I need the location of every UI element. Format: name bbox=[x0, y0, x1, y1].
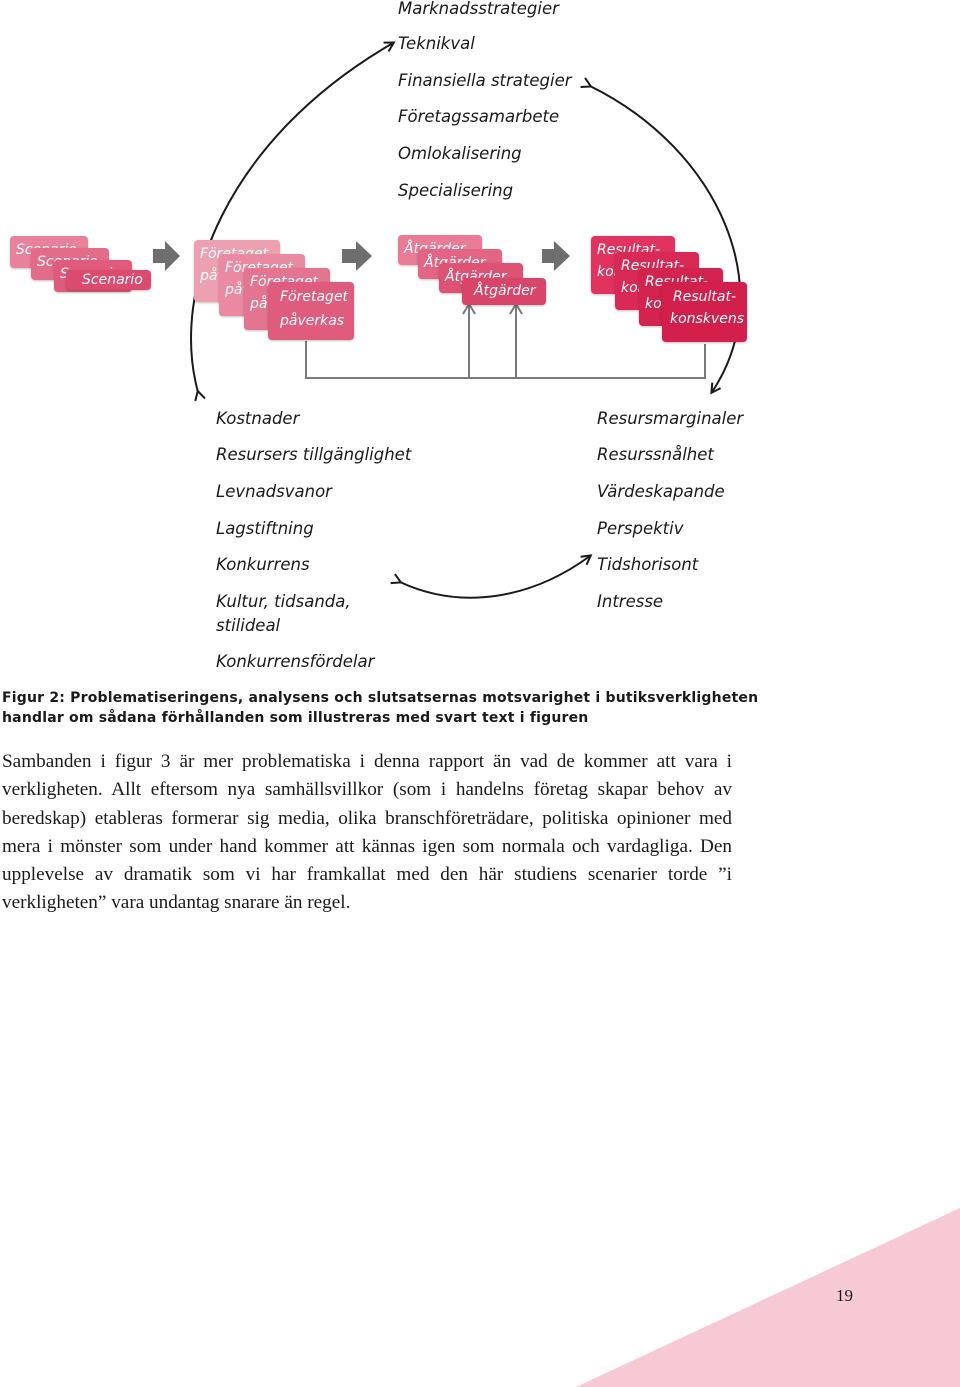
right-item: Tidshorisont bbox=[597, 555, 699, 574]
scenario-card: Scenario bbox=[66, 270, 151, 290]
top-item: Omlokalisering bbox=[398, 144, 522, 163]
right-item: Värdeskapande bbox=[597, 482, 725, 501]
feedback-line bbox=[305, 341, 706, 379]
right-item: Resursmarginaler bbox=[597, 409, 744, 428]
atgarder-card: Åtgärder bbox=[462, 278, 546, 305]
left-item: stilideal bbox=[216, 616, 281, 635]
top-item: Teknikval bbox=[398, 34, 475, 53]
left-item: Konkurrens bbox=[216, 555, 310, 574]
block-arrow-2 bbox=[342, 241, 372, 271]
left-item: Lagstiftning bbox=[216, 519, 314, 538]
arc-top-left bbox=[190, 43, 393, 392]
right-item: Intresse bbox=[597, 592, 664, 611]
left-item: Levnadsvanor bbox=[216, 482, 332, 501]
block-arrow-1 bbox=[153, 241, 180, 271]
right-item: Resurssnålhet bbox=[597, 445, 714, 464]
left-item: Konkurrensfördelar bbox=[216, 652, 375, 671]
top-item: Företagssamarbete bbox=[398, 107, 560, 126]
left-item: Kultur, tidsanda, bbox=[216, 592, 351, 611]
left-item: Resursers tillgänglighet bbox=[216, 445, 412, 464]
resultat-card: Resultat-konskvens bbox=[662, 282, 747, 342]
top-item: Specialisering bbox=[398, 181, 514, 200]
figure-caption: Figur 2: Problematiseringens, analysens … bbox=[2, 690, 759, 726]
top-item: Finansiella strategier bbox=[398, 71, 572, 90]
top-item: Marknadsstrategier bbox=[398, 0, 559, 18]
arc-top-right bbox=[590, 86, 742, 392]
block-arrow-3 bbox=[542, 241, 570, 271]
arc-bottom bbox=[400, 556, 590, 599]
page-number: 19 bbox=[836, 1286, 853, 1305]
body-paragraph: Sambanden i figur 3 är mer problematiska… bbox=[2, 751, 732, 914]
right-item: Perspektiv bbox=[597, 519, 684, 538]
left-item: Kostnader bbox=[216, 409, 300, 428]
